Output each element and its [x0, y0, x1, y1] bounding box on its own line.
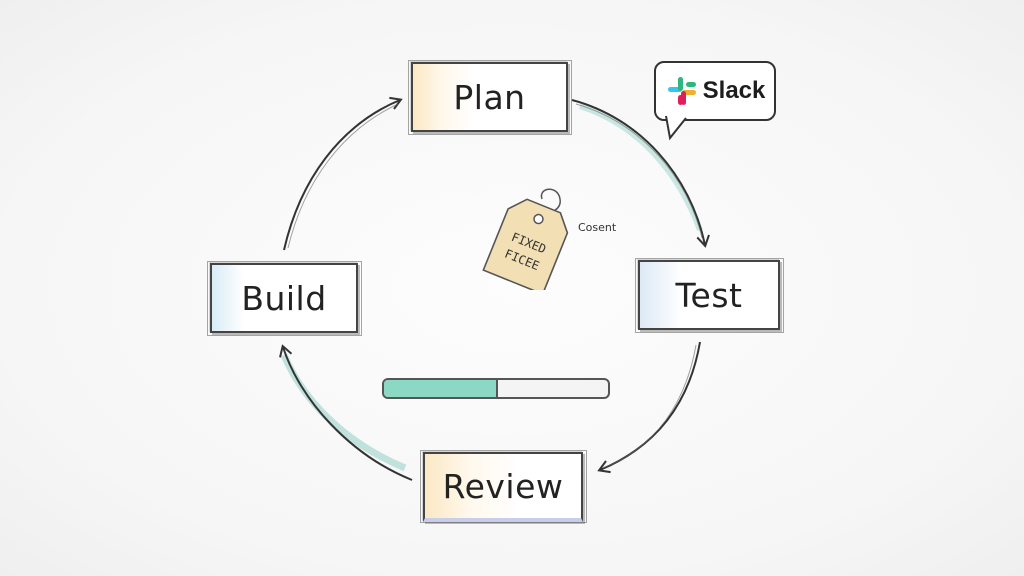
stage-review-label: Review [442, 466, 564, 506]
speech-bubble-tail [665, 116, 687, 141]
stage-plan-label: Plan [453, 77, 526, 117]
slack-speech-bubble: Slack [654, 61, 776, 121]
slack-logo-icon [667, 77, 696, 105]
price-tag-icon: FIXED FICEE [482, 188, 569, 290]
price-tag-side-label: Cosent [578, 221, 617, 234]
stage-review: Review [420, 450, 587, 523]
stage-build: Build [207, 261, 362, 336]
stage-build-label: Build [241, 278, 327, 318]
progress-bar-fill [384, 380, 498, 397]
slack-label: Slack [702, 77, 766, 104]
review-to-build-arrow [279, 344, 413, 481]
build-to-plan-arrow [283, 96, 403, 251]
stage-test-label: Test [675, 275, 743, 315]
plan-to-test-highlight [579, 103, 703, 232]
test-to-review-arrow [597, 341, 701, 474]
stage-test: Test [635, 258, 784, 333]
review-to-build-highlight [280, 353, 407, 472]
progress-bar [382, 378, 610, 399]
plan-to-test-arrow [571, 99, 710, 248]
stage-plan: Plan [408, 60, 572, 135]
